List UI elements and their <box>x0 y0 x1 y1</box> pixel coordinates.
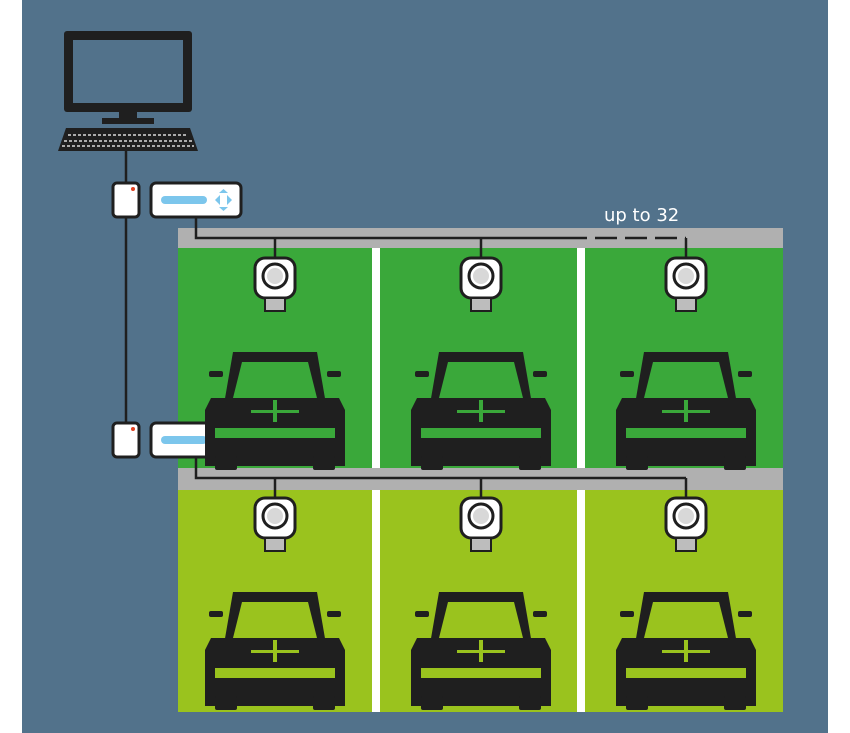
controller-icon <box>111 421 141 459</box>
keyboard-icon <box>58 128 198 151</box>
controller-icon <box>111 181 141 219</box>
computer-icon <box>64 31 192 124</box>
bus-wiring <box>124 150 688 498</box>
display-unit-icon <box>149 181 243 219</box>
capacity-label: up to 32 <box>604 205 679 226</box>
